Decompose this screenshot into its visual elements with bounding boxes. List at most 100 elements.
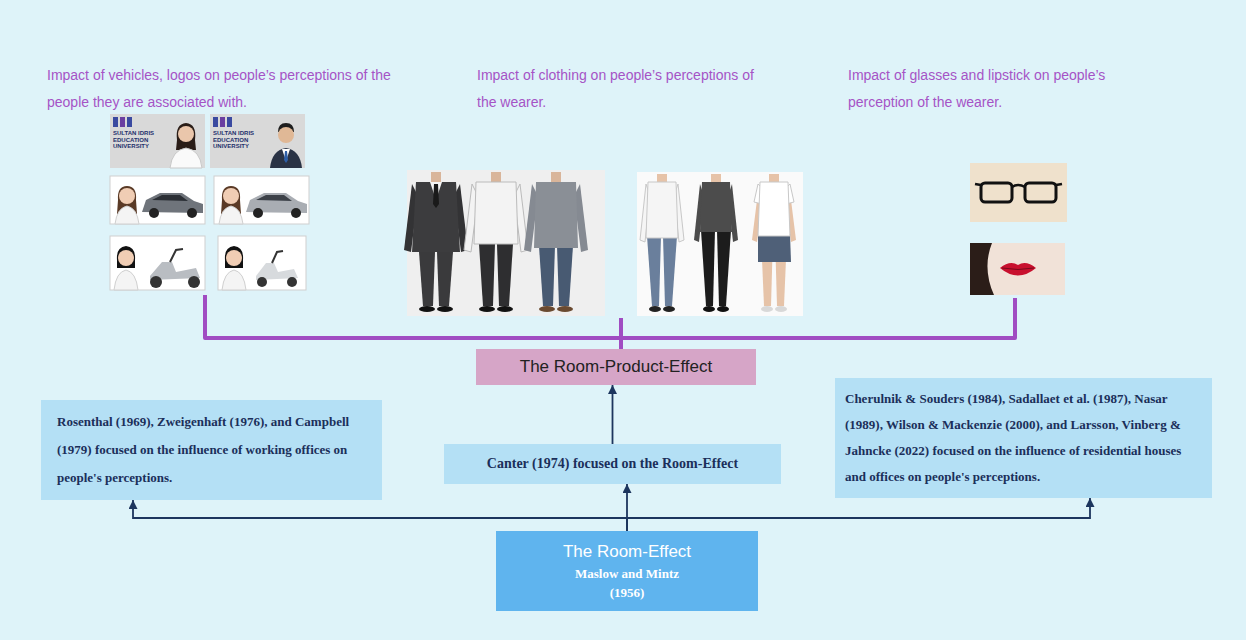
shirt-figure [464,172,528,312]
glasses-photo [970,163,1067,222]
tshirt-figure [775,306,787,312]
reference-box: Rosenthal (1969), Zweigenhaft (1976), an… [41,400,382,500]
scooter-photo [170,249,183,262]
logo-photo [176,123,196,150]
shirt-figure [479,244,495,306]
glasses-photo [970,163,1067,222]
lipstick-photo [1002,268,1034,270]
logo-photo [127,117,132,127]
suit-figure [404,172,468,312]
scooter-photo [272,251,283,263]
scooter-photo [188,276,200,288]
blazer-figure [663,236,677,306]
car-photo [214,176,309,224]
suit-figure [419,306,435,312]
blouse-figure [701,230,715,306]
logo-photo [284,151,288,163]
blazer-figure [647,236,661,306]
glasses-photo [1056,184,1062,185]
suit-figure [437,252,453,306]
caption: Impact of vehicles, logos on people’s pe… [47,62,392,116]
scooter-photo [226,250,242,266]
car-photo [115,206,139,224]
suit-figure [433,184,439,208]
shirt-figure [497,244,513,306]
node-text: The Room-Effect [563,540,691,564]
tshirt-figure [752,174,796,312]
scooter-photo [117,246,135,268]
logo-photo [110,114,205,168]
shirt-figure [474,182,518,244]
reference-box: Cherulnik & Souders (1984), Sadallaet et… [835,378,1212,498]
node-text: Canter (1974) focused on the Room-Effect [487,455,738,473]
blazer-figure [640,174,684,312]
scooter-photo [114,270,138,290]
connector [133,500,627,531]
car-photo [219,206,243,224]
lipstick-photo [1000,263,1036,275]
glasses-photo [1025,183,1056,202]
blouse-figure [717,230,731,306]
car-photo [291,208,301,218]
scooter-photo [218,236,306,290]
glasses-photo [981,183,1012,202]
logo-photo [278,127,294,143]
blouse-figure [700,182,732,232]
logo-photo [110,114,205,168]
logo-photo [120,117,125,127]
tshirt-figure [761,306,773,312]
blazer-figure [649,306,661,312]
lipstick-photo [970,243,1065,295]
blouse-figure [694,174,738,312]
lipstick-photo [970,243,1065,295]
shirt-figure [491,172,501,182]
car-photo [119,188,135,204]
caption: Impact of glasses and lipstick on people… [848,62,1148,116]
car-photo [187,208,197,218]
car-photo [256,195,292,201]
glasses-photo [1012,185,1025,187]
node-text: Cherulnik & Souders (1984), Sadallaet et… [845,386,1202,490]
bracket [205,295,1015,338]
bracket [205,295,1015,349]
suit-figure [412,182,460,252]
scooter-photo [118,250,134,266]
node-text: Maslow and Mintz (1956) [565,564,690,602]
casual-figure [534,182,578,248]
logo-photo [270,148,302,168]
node-text: The Room-Product-Effect [520,356,712,378]
logo-photo [220,117,225,127]
bracket [619,318,623,349]
tshirt-figure [758,182,790,236]
blouse-figure [703,306,715,312]
shirt-figure [497,306,513,312]
logo-photo [170,148,202,168]
car-photo [149,208,159,218]
car-photo [110,176,205,224]
casual-figure [557,246,573,306]
blazer-figure [646,182,678,238]
suit-figure [431,172,441,182]
shirt-figure [479,306,495,312]
suit-figure [419,252,435,306]
scooter-photo [150,276,162,288]
tshirt-figure [758,234,791,262]
casual-figure [539,306,555,312]
blouse-figure [717,306,729,312]
casual-figure [539,246,555,306]
effect-box: The Room-Product-Effect [476,349,756,385]
clothing-photo [637,172,803,316]
scooter-photo [110,236,205,290]
reference-box: Canter (1974) focused on the Room-Effect [444,444,781,484]
scooter-photo [222,270,246,290]
blazer-figure [663,306,675,312]
glasses-photo [975,184,981,185]
scooter-photo [218,236,306,290]
lipstick-photo [970,243,994,295]
logo-photo [178,126,194,142]
logo-text: SULTAN IDRIS EDUCATION UNIVERSITY [213,130,263,150]
car-photo [253,208,263,218]
scooter-photo [225,246,243,268]
logo-photo [113,117,118,127]
